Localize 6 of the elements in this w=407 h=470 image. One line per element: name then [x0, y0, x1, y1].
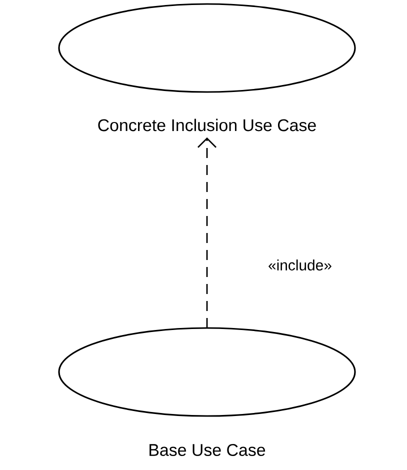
use-case-name: Concrete Inclusion Use Case [98, 118, 316, 132]
use-case-ellipse [58, 327, 356, 417]
use-case-ellipse [58, 3, 356, 93]
edge-label: «include» [266, 258, 334, 272]
use-case-name: Base Use Case [150, 444, 266, 456]
dependency-arrow [198, 137, 216, 328]
